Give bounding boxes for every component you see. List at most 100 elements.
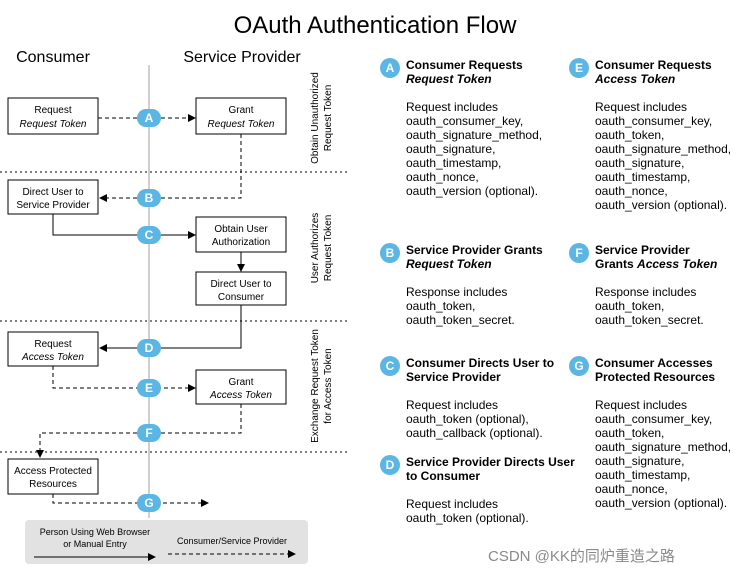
- step-a-body: Request includes oauth_consumer_key, oau…: [406, 100, 586, 198]
- step-f-heading: Service Provider Grants Access Token: [595, 243, 740, 271]
- box-line: Consumer: [218, 292, 265, 303]
- legend: Person Using Web Browser or Manual Entry…: [25, 520, 308, 564]
- diagram-title: OAuth Authentication Flow: [234, 12, 518, 39]
- box-line: Access Token: [209, 390, 272, 401]
- step-a-heading: Consumer Requests Request Token: [406, 58, 576, 86]
- step-d-badge: D: [380, 455, 400, 475]
- step-body-line: oauth_consumer_key,: [595, 114, 713, 128]
- step-e-badge: E: [569, 58, 589, 78]
- box-line: Resources: [29, 479, 77, 490]
- box-line: Grant: [228, 105, 253, 116]
- step-heading-text: Consumer Requests: [595, 58, 712, 72]
- marker-a: A: [137, 109, 161, 127]
- box-obtain-user-authorization: Obtain User Authorization: [195, 216, 287, 253]
- step-body-line: oauth_consumer_key,: [595, 412, 713, 426]
- marker-f: F: [137, 424, 161, 442]
- step-body-line: oauth_signature_method,: [406, 128, 543, 142]
- marker-letter: F: [145, 426, 152, 440]
- phase-label-obtain: Obtain Unauthorized Request Token: [310, 72, 334, 164]
- step-d-heading: Service Provider Directs User to Consume…: [406, 455, 575, 483]
- step-c-badge: C: [380, 356, 400, 376]
- step-body-line: oauth_token_secret.: [406, 313, 515, 327]
- box-grant-request-token: Grant Request Token: [195, 97, 287, 135]
- step-a-badge: A: [380, 58, 400, 78]
- box-line: Direct User to: [210, 279, 272, 290]
- connector-e: [52, 366, 196, 392]
- box-grant-access-token: Grant Access Token: [195, 369, 287, 405]
- step-f-body: Response includes oauth_token, oauth_tok…: [595, 285, 740, 327]
- step-body-line: oauth_consumer_key,: [406, 114, 524, 128]
- step-body-line: oauth_token (optional),: [406, 412, 529, 426]
- consumer-column-header: Consumer: [16, 49, 90, 66]
- box-line: Request: [34, 105, 71, 116]
- box-line: Direct User to: [22, 187, 84, 198]
- legend-browser-label: or Manual Entry: [63, 539, 127, 549]
- phase-label-line: Request Token: [323, 215, 334, 282]
- step-body-line: oauth_signature,: [595, 156, 685, 170]
- marker-letter: C: [145, 228, 154, 242]
- marker-e: E: [137, 379, 161, 397]
- phase-label-line: for Access Token: [323, 348, 334, 423]
- step-g-body: Request includes oauth_consumer_key, oau…: [595, 398, 740, 510]
- step-b-badge: B: [380, 243, 400, 263]
- step-body-line: oauth_version (optional).: [406, 184, 539, 198]
- marker-b: B: [137, 189, 161, 207]
- step-e-heading: Consumer Requests Access Token: [595, 58, 740, 86]
- box-access-protected-resources: Access Protected Resources: [7, 458, 99, 495]
- phase-label-line: Exchange Request Token: [310, 329, 321, 443]
- box-direct-user-to-consumer: Direct User to Consumer: [195, 271, 287, 306]
- step-heading-italic: Access Token: [595, 72, 676, 86]
- step-body-line: Response includes: [595, 285, 697, 299]
- box-request-request-token: Request Request Token: [7, 97, 99, 135]
- provider-column-header: Service Provider: [183, 49, 301, 66]
- step-body-line: oauth_token,: [595, 128, 665, 142]
- box-line: Obtain User: [214, 224, 268, 235]
- marker-letter: D: [145, 341, 154, 355]
- box-line: Access Token: [21, 352, 84, 363]
- box-line: Request: [34, 339, 71, 350]
- step-body-line: oauth_version (optional).: [595, 496, 728, 510]
- step-heading-italic: Request Token: [406, 72, 492, 86]
- legend-browser-label: Person Using Web Browser: [40, 527, 150, 537]
- step-body-line: oauth_token_secret.: [595, 313, 704, 327]
- step-heading-text: Consumer Requests: [406, 58, 523, 72]
- step-heading-text: Service Provider Grants: [406, 243, 543, 257]
- phase-label-line: Obtain Unauthorized: [310, 72, 321, 164]
- step-heading-text: Service Provider: [595, 243, 690, 257]
- step-body-line: oauth_version (optional).: [595, 198, 728, 212]
- marker-c: C: [137, 226, 161, 244]
- step-body-line: oauth_nonce,: [595, 482, 668, 496]
- box-line: Request Token: [20, 119, 87, 130]
- marker-d: D: [137, 339, 161, 357]
- step-body-line: oauth_nonce,: [595, 184, 668, 198]
- box-line: Access Protected: [14, 466, 92, 477]
- step-d-body: Request includes oauth_token (optional).: [406, 497, 586, 525]
- step-body-line: oauth_callback (optional).: [406, 426, 543, 440]
- step-body-line: oauth_signature_method,: [595, 440, 732, 454]
- step-e-body: Request includes oauth_consumer_key, oau…: [595, 100, 740, 212]
- marker-letter: E: [145, 381, 153, 395]
- step-body-line: oauth_timestamp,: [406, 156, 502, 170]
- box-direct-user-to-sp: Direct User to Service Provider: [7, 179, 99, 215]
- box-line: Request Token: [208, 119, 275, 130]
- step-body-line: oauth_token,: [595, 426, 665, 440]
- phase-label-line: Request Token: [323, 85, 334, 152]
- step-c-heading: Consumer Directs User to Service Provide…: [406, 356, 555, 384]
- phase-label-authorize: User Authorizes Request Token: [310, 213, 334, 284]
- step-body-line: oauth_timestamp,: [595, 170, 691, 184]
- step-body-line: oauth_signature,: [406, 142, 496, 156]
- box-line: Authorization: [212, 237, 270, 248]
- step-body-line: Request includes: [595, 398, 688, 412]
- step-body-line: oauth_token,: [406, 299, 476, 313]
- step-body-line: oauth_timestamp,: [595, 468, 691, 482]
- step-body-line: oauth_signature,: [595, 454, 685, 468]
- step-body-line: Request includes: [595, 100, 688, 114]
- step-body-line: oauth_token,: [595, 299, 665, 313]
- phase-label-exchange: Exchange Request Token for Access Token: [310, 329, 334, 443]
- marker-letter: G: [144, 496, 153, 510]
- step-g-heading: Consumer Accesses Protected Resources: [595, 356, 716, 384]
- legend-consumer-sp-label: Consumer/Service Provider: [177, 536, 287, 546]
- step-b-body: Response includes oauth_token, oauth_tok…: [406, 285, 586, 327]
- step-body-line: oauth_token (optional).: [406, 511, 529, 525]
